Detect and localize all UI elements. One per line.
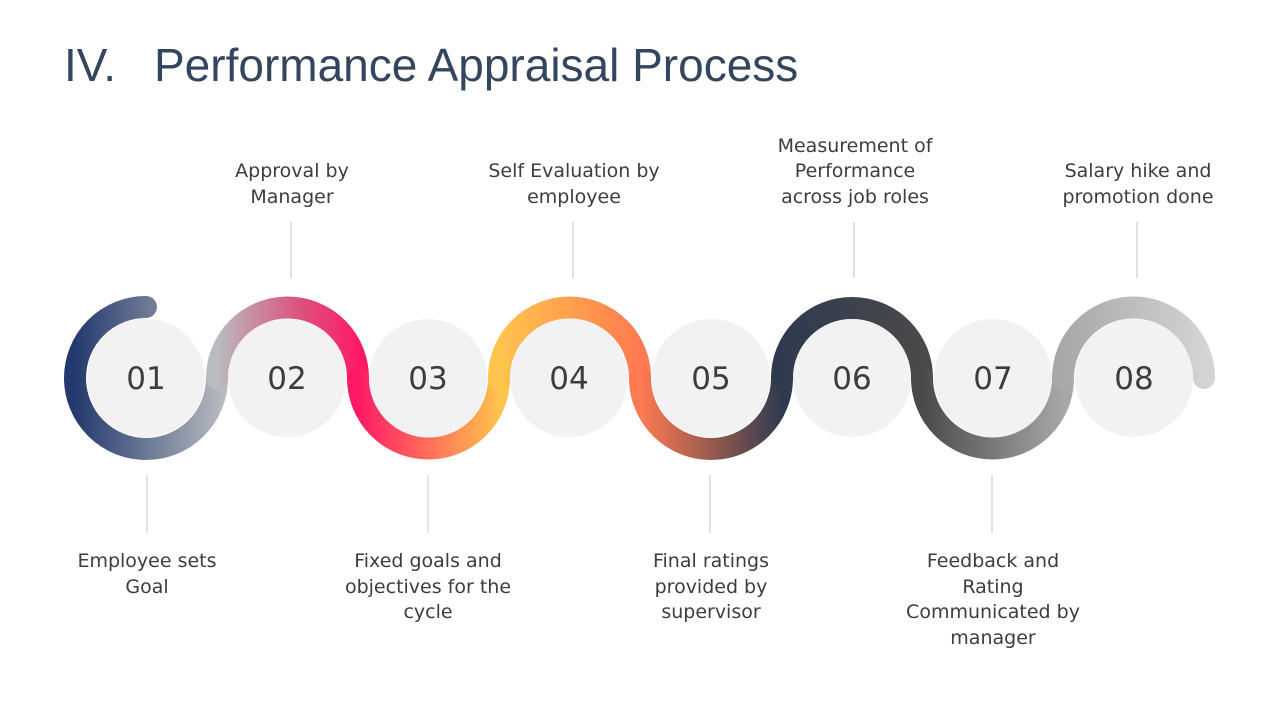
wave-path — [64, 296, 1215, 460]
step-circle-03: 03 — [369, 319, 487, 437]
step-label-06-text: Measurement of Performance across job ro… — [777, 134, 933, 208]
step-label-06: Measurement of Performance across job ro… — [765, 132, 945, 210]
step-number-02: 02 — [267, 361, 306, 397]
step-number-04: 04 — [549, 361, 588, 397]
step-circles: 01 02 03 04 05 06 07 08 — [87, 319, 1193, 437]
arc-02 — [206, 296, 369, 389]
step-circle-05: 05 — [652, 319, 770, 437]
step-circle-02: 02 — [228, 319, 346, 437]
step-label-03: Fixed goals and objectives for the cycle — [344, 550, 512, 623]
arc-06 — [771, 297, 933, 389]
step-label-04: Self Evaluation by employee — [484, 132, 664, 210]
step-circle-04: 04 — [510, 319, 628, 437]
step-number-08: 08 — [1114, 361, 1153, 397]
arc-08 — [1052, 296, 1215, 389]
section-number: IV. — [64, 39, 117, 91]
step-number-03: 03 — [408, 361, 447, 397]
step-circle-07: 07 — [934, 319, 1052, 437]
step-number-01: 01 — [126, 361, 165, 397]
page-title: IV. Performance Appraisal Process — [64, 38, 798, 92]
step-number-07: 07 — [973, 361, 1012, 397]
arc-07 — [911, 367, 1074, 460]
step-circle-06: 06 — [793, 319, 911, 437]
step-label-02-text: Approval by Manager — [235, 160, 349, 208]
step-label-08: Salary hike and promotion done — [1048, 132, 1228, 210]
step-label-07: Feedback and Rating Communicated by mana… — [906, 550, 1080, 649]
step-label-01: Employee sets Goal — [77, 550, 217, 598]
step-label-05: Final ratings provided by supervisor — [652, 550, 769, 623]
step-label-08-text: Salary hike and promotion done — [1062, 160, 1214, 208]
step-circle-08: 08 — [1075, 319, 1193, 437]
step-label-02: Approval by Manager — [202, 132, 382, 210]
step-label-04-text: Self Evaluation by employee — [488, 160, 660, 208]
title-text: Performance Appraisal Process — [154, 39, 799, 91]
arc-04 — [488, 296, 651, 389]
arc-05 — [629, 367, 793, 460]
step-circle-01: 01 — [87, 319, 205, 437]
connector-lines — [146, 222, 1138, 533]
step-number-05: 05 — [691, 361, 730, 397]
arc-03 — [347, 367, 510, 460]
arc-01 — [64, 296, 228, 460]
step-number-06: 06 — [832, 361, 871, 397]
